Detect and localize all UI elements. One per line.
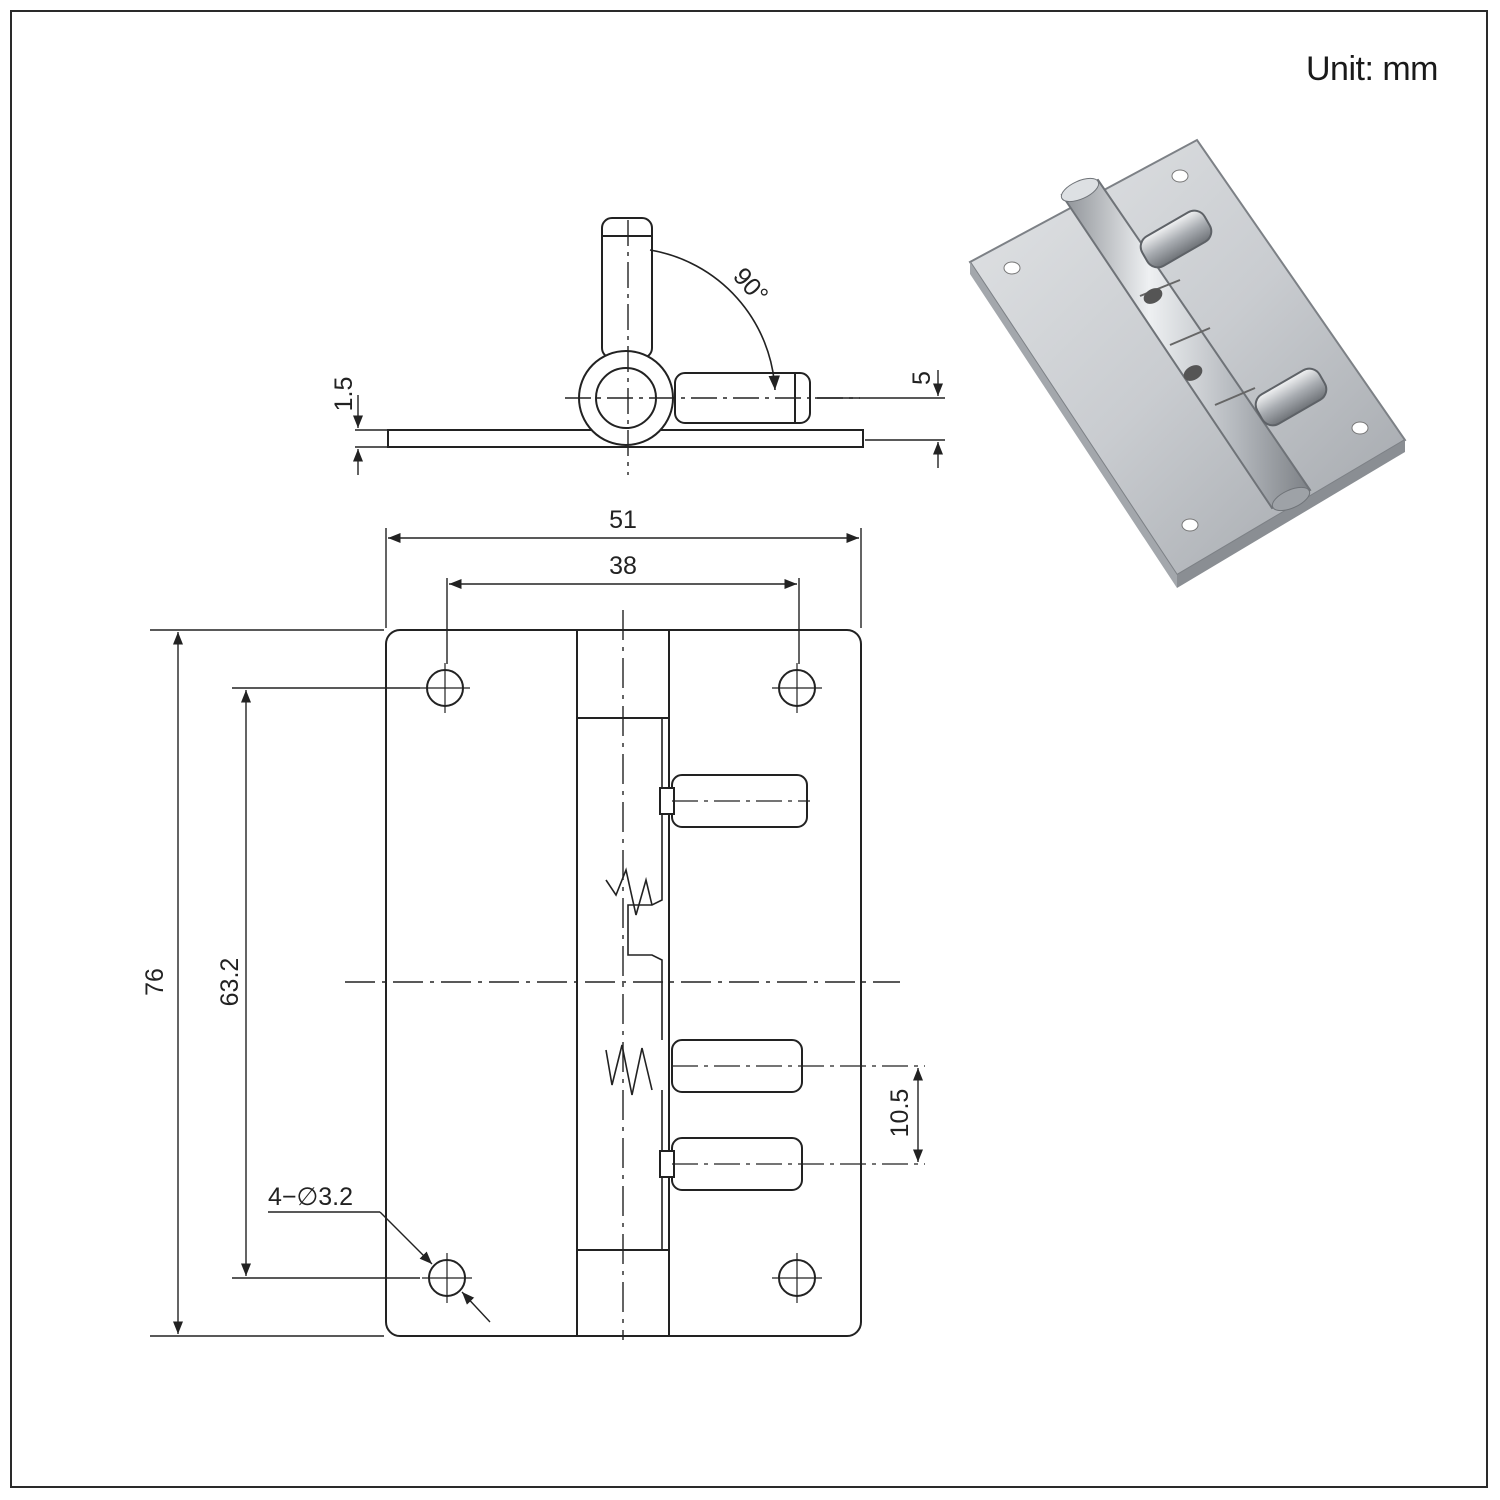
product-pin-upper <box>1139 209 1213 269</box>
inner-leaf-top <box>627 718 663 1040</box>
dim-pin-offset-label: 5 <box>908 371 936 385</box>
front-view <box>150 528 925 1340</box>
product-hole-3 <box>1351 421 1369 435</box>
dim-hole-spacing-height-label: 63.2 <box>216 958 244 1007</box>
spring-bottom <box>605 1044 653 1096</box>
side-vertical-pin <box>601 217 653 359</box>
product-hole-1 <box>1003 261 1021 275</box>
hole-leader-tail <box>461 1291 491 1323</box>
dim-pin-spacing-label: 10.5 <box>886 1089 914 1138</box>
unit-label: Unit: mm <box>1306 50 1439 88</box>
dim-overall-height-label: 76 <box>141 968 169 996</box>
product-pin-lower <box>1254 367 1328 427</box>
dim-hole-spacing-width-label: 38 <box>609 552 637 580</box>
product-hole-2 <box>1171 169 1189 183</box>
drawing-frame <box>10 10 1488 1488</box>
hole-leader-diagonal <box>379 1211 433 1265</box>
dim-overall-width-label: 51 <box>609 506 637 534</box>
dim-angle-label: 90° <box>727 262 773 309</box>
product-photo <box>968 138 1407 588</box>
angle-arc <box>649 249 780 391</box>
product-hole-4 <box>1181 518 1199 532</box>
dim-plate-thickness-label: 1.5 <box>330 377 358 412</box>
dim-hole-spec-label: 4−∅3.2 <box>268 1183 353 1211</box>
side-view <box>352 217 945 475</box>
spring-top <box>605 867 653 916</box>
